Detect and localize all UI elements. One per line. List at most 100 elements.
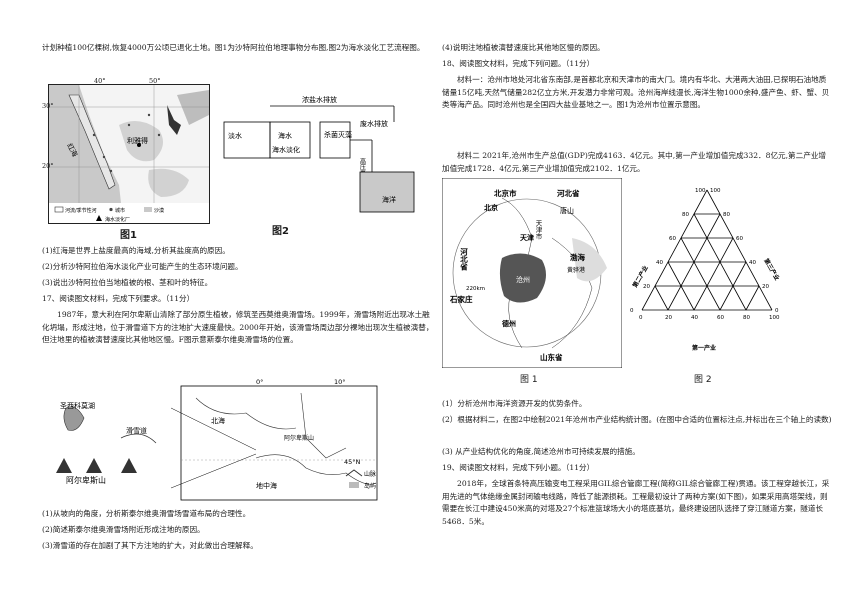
figure-1-caption-right: 图 1 <box>520 375 538 385</box>
bottom-axis-tick: 20 <box>665 315 672 321</box>
left-axis-tick: 100 <box>695 188 706 194</box>
q16-item-1: (1)红海是世界上盐度最高的海域,分析其盐度高的原因。 <box>42 246 230 255</box>
svg-text:沧州: 沧州 <box>516 275 530 284</box>
right-axis-tick: 20 <box>762 284 769 290</box>
svg-text:地中海: 地中海 <box>256 481 277 490</box>
svg-text:0°: 0° <box>256 378 263 386</box>
right-axis-tick: 100 <box>710 188 721 194</box>
q17-text: 1987年，意大利在阿尔卑斯山清除了部分原生植被，修筑圣西莫维奥滑雪场。1999… <box>42 310 434 345</box>
q18-material-2: 材料二 2021年,沧州市生产总值(GDP)完成4163．4亿元。其中,第一产业… <box>442 151 827 173</box>
left-axis-tick: 0 <box>630 308 634 314</box>
right-axis-label: 第三产业 <box>762 256 781 282</box>
bottom-axis-tick: 100 <box>769 315 780 321</box>
svg-text:阿尔卑斯山: 阿尔卑斯山 <box>66 475 106 485</box>
bottom-axis-tick: 0 <box>639 315 643 321</box>
lon-40-label: 40° <box>94 77 106 85</box>
svg-text:石家庄: 石家庄 <box>449 294 473 304</box>
tri-grid-line <box>693 237 734 311</box>
svg-text:滑雪道: 滑雪道 <box>126 426 147 435</box>
cangzhou-map: 北京市 河北省 北京 唐山 天津市 天津 河北省 渤海 黄骅港 沧州 石家庄 2… <box>442 178 622 368</box>
svg-text:渤海: 渤海 <box>570 252 585 262</box>
left-axis-tick: 60 <box>669 236 676 242</box>
lat-30-label: 30° <box>42 102 54 110</box>
svg-text:45°N: 45°N <box>344 458 361 466</box>
tri-edge-left <box>641 189 708 311</box>
left-axis-tick: 20 <box>643 284 650 290</box>
svg-text:淡水: 淡水 <box>228 131 242 140</box>
svg-text:岛屿: 岛屿 <box>364 482 376 490</box>
left-axis-tick: 40 <box>656 260 663 266</box>
q18-item-2: (2）根据材料二，在图2中绘制2021年沧州市产业结构统计图。(在图中合适的位置… <box>442 415 832 424</box>
svg-text:沙漠: 沙漠 <box>154 207 164 214</box>
q16-item-4: (4)说明注地植被演替速度比其他地区慢的原因。 <box>442 43 605 52</box>
right-axis-tick: 80 <box>723 212 730 218</box>
q17-item-3: (3)滑雪道的存在加剧了其下方注地的扩大，对此做出合理解释。 <box>42 541 258 550</box>
alps-ski-map: 圣西科莫湖 滑雪道 阿尔卑斯山 0° 10° 北海 地中海 阿尔卑斯山 45°N… <box>46 378 378 501</box>
q18-item-3: (3) 从产业结构优化的角度,简述沧州市可持续发展的措施。 <box>442 447 640 456</box>
svg-text:北海: 北海 <box>211 416 225 425</box>
svg-text:海水: 海水 <box>278 131 292 140</box>
q16-item-3: (3)说出沙特阿拉伯当地植被的根、茎和叶的特征。 <box>42 278 213 287</box>
svg-text:唐山: 唐山 <box>560 206 574 215</box>
svg-text:海洋: 海洋 <box>382 195 396 204</box>
q16-item-2: (2)分析沙特阿拉伯海水淡化产业可能产生的生态环境问题。 <box>42 262 243 271</box>
tri-grid-line <box>680 237 721 311</box>
q17-item-1: (1)从坡向的角度，分析斯泰尔维奥滑雪场雪道布局的合理性。 <box>42 509 251 518</box>
riyadh-dot <box>137 143 141 147</box>
intro-text: 计划种植100亿棵树,恢复4000万公顷已退化土地。图1为沙特阿拉伯地理事物分布… <box>42 43 425 52</box>
bottom-axis-tick: 60 <box>717 315 724 321</box>
q18-material-1: 材料一：沧州市地处河北省东南部,是首都北京和天津市的南大门。境内有华北、大港两大… <box>442 75 830 110</box>
svg-text:浓盐水排放: 浓盐水排放 <box>302 95 337 104</box>
right-axis-tick: 0 <box>775 308 779 314</box>
cangzhou-region <box>499 253 546 303</box>
q17-heading: 17、阅读图文材料，完成下列要求。（11分） <box>42 294 195 303</box>
saudi-map-figure: 利雅得 红海 河流/季节性河 城市 沙漠 海水淡化厂 <box>48 84 210 224</box>
figure-2-caption: 图2 <box>272 226 289 237</box>
svg-text:天津: 天津 <box>520 233 534 242</box>
svg-text:河流/季节性河: 河流/季节性河 <box>65 207 97 214</box>
svg-text:城市: 城市 <box>115 207 125 214</box>
figure-2-caption-right: 图 2 <box>694 375 712 385</box>
bottom-axis-tick: 40 <box>691 315 698 321</box>
q17-item-2: (2)简述斯泰尔维奥滑雪场附近形成注地的原因。 <box>42 525 205 534</box>
lon-50-label: 50° <box>149 77 161 85</box>
tri-grid-line <box>667 213 721 311</box>
saudi-map: 利雅得 红海 河流/季节性河 城市 沙漠 海水淡化厂 <box>49 85 209 223</box>
svg-text:山脉: 山脉 <box>364 470 376 478</box>
q18-item-1: (1）分析沧州市海洋资源开发的优势条件。 <box>442 399 587 408</box>
svg-text:杀菌灭藻: 杀菌灭藻 <box>324 130 352 139</box>
lake-shape <box>63 406 85 431</box>
svg-text:德州: 德州 <box>502 319 516 328</box>
tri-grid-line <box>745 285 760 311</box>
svg-text:北京市: 北京市 <box>494 188 517 198</box>
svg-text:海水淡化: 海水淡化 <box>272 145 300 154</box>
bottom-axis-tick: 80 <box>743 315 750 321</box>
svg-text:海水淡化厂: 海水淡化厂 <box>105 216 130 223</box>
svg-text:阿尔卑斯山: 阿尔卑斯山 <box>284 434 314 442</box>
riyadh-label: 利雅得 <box>127 136 148 145</box>
svg-text:天津市: 天津市 <box>534 220 542 241</box>
tri-edge-right <box>706 189 773 311</box>
right-axis-tick: 40 <box>749 260 756 266</box>
bottom-axis-label: 第一产业 <box>691 344 716 352</box>
left-axis-tick: 80 <box>682 212 689 218</box>
svg-text:河北省: 河北省 <box>557 188 580 198</box>
q19-text: 2018年，全球首条特高压输变电工程采用GIL综合管廊工程(简称GIL综合管廊工… <box>442 479 830 526</box>
svg-text:河北省: 河北省 <box>459 247 468 272</box>
svg-text:圣西科莫湖: 圣西科莫湖 <box>60 401 95 410</box>
q18-heading: 18、阅读图文材料，完成下列问题。（11分） <box>442 59 595 68</box>
tri-grid-line <box>654 285 669 311</box>
svg-text:10°: 10° <box>334 378 346 386</box>
svg-text:黄骅港: 黄骅港 <box>567 266 585 274</box>
figure-1-caption: 图1 <box>120 230 137 241</box>
tri-grid-line <box>693 213 747 311</box>
svg-text:220km: 220km <box>466 286 485 292</box>
svg-text:北京: 北京 <box>484 203 498 212</box>
lat-20-label: 20° <box>42 162 54 170</box>
right-axis-tick: 60 <box>736 236 743 242</box>
svg-text:废水排放: 废水排放 <box>360 119 388 128</box>
desalination-flow-diagram: 浓盐水排放 淡水 海水 海水淡化 杀菌灭藻 废水排放 高压泵取水 海洋 <box>223 95 415 213</box>
svg-text:山东省: 山东省 <box>540 352 563 362</box>
q19-heading: 19、阅读图文材料，完成下列小题。（11分） <box>442 463 595 472</box>
